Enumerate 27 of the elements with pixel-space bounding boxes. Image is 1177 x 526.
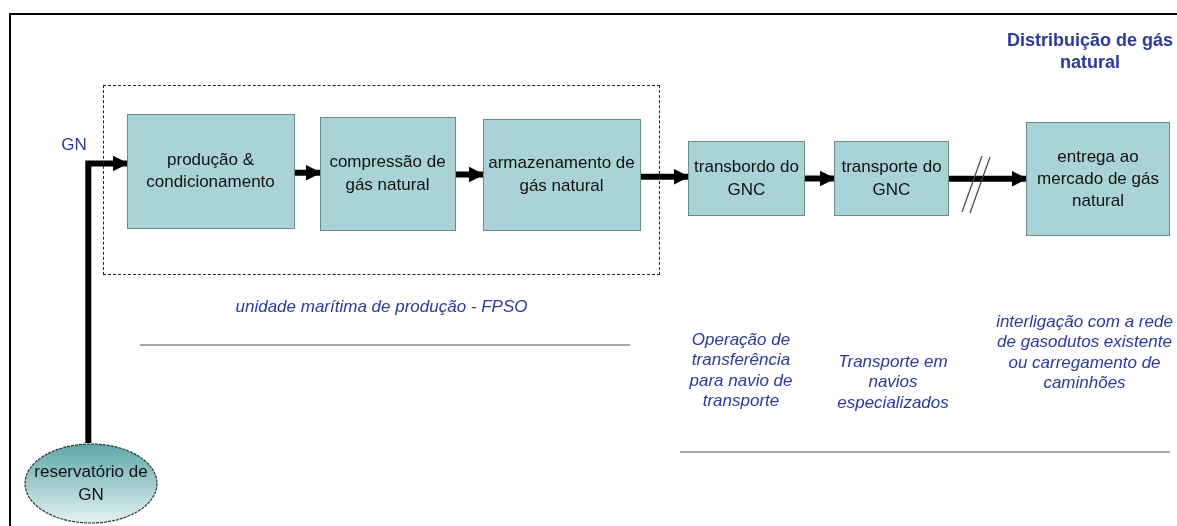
box-label: compressão de gás natural xyxy=(328,151,447,196)
process-box xyxy=(319,116,456,231)
process-box xyxy=(1026,122,1170,236)
reservoir-ellipse xyxy=(24,443,158,524)
arrow xyxy=(949,170,1028,187)
process-box xyxy=(834,141,949,216)
dashed-group-box xyxy=(103,85,660,275)
box-label: transbordo do GNC xyxy=(693,156,800,201)
arrow xyxy=(641,168,690,185)
box-label: produção & condicionamento xyxy=(145,148,276,193)
arrow xyxy=(85,155,129,443)
description-text: Transporte em navios especializados xyxy=(836,352,950,414)
box-label: entrega ao mercado de gás natural xyxy=(1036,145,1160,213)
box-label: armazenamento de gás natural xyxy=(487,152,636,197)
process-box xyxy=(482,118,641,231)
box-label: reservatório de GN xyxy=(33,461,149,506)
section-heading: Distribuição de gás natural xyxy=(1005,30,1174,74)
arrow xyxy=(805,170,836,187)
process-box xyxy=(688,141,805,216)
flow-label: GN xyxy=(60,135,88,156)
description-text: interligação com a rede de gasodutos existente ou carregamento de caminhões xyxy=(995,312,1174,394)
description-text: Operação de transferência para navio de transporte xyxy=(688,330,794,412)
group-caption: unidade marítima de produção - FPSO xyxy=(234,297,529,317)
arrow xyxy=(295,164,322,181)
box-label: transporte do GNC xyxy=(840,156,943,201)
process-box xyxy=(126,113,295,229)
arrow xyxy=(456,166,485,183)
